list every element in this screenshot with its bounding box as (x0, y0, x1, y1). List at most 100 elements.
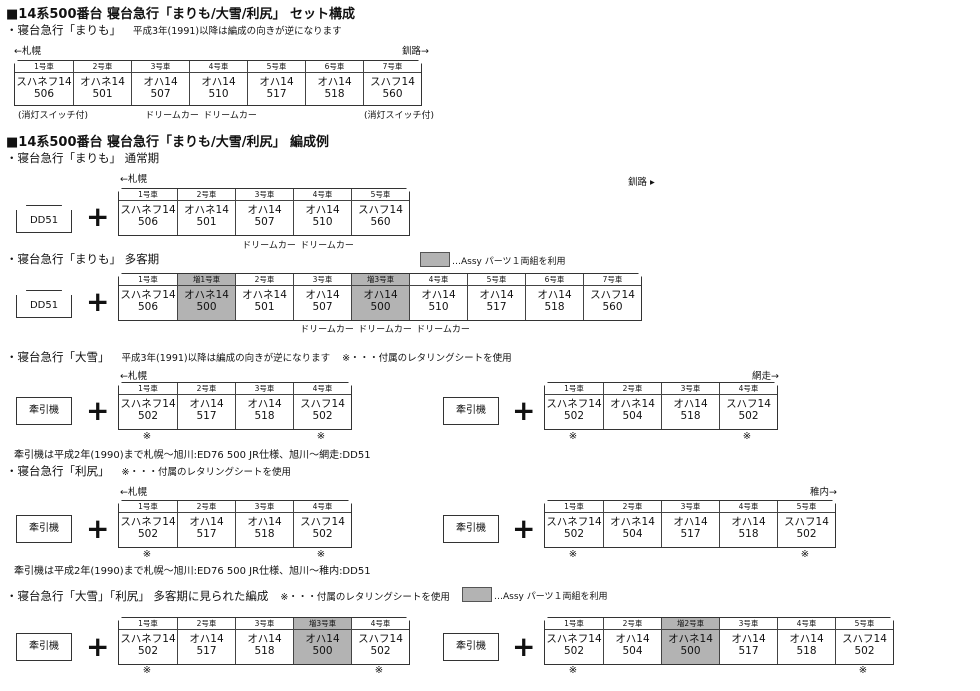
car-number: 5号車 (468, 274, 525, 286)
switch-note-right: (消灯スイッチ付) (364, 111, 435, 121)
lettering-mark: ※ (568, 549, 578, 560)
car-serial: 560 (602, 301, 623, 313)
car-type: オハネ14 (610, 398, 655, 410)
car-serial: 502 (137, 410, 159, 422)
car-number: 5号車 (778, 501, 835, 513)
car-type: スハフ14 (726, 398, 771, 410)
dream-car-label: ドリームカー (203, 111, 257, 121)
car-number: 2号車 (178, 501, 235, 513)
car-serial: 507 (150, 88, 171, 100)
lettering-mark: ※ (142, 665, 152, 676)
direction-right: 釧路→ (402, 46, 429, 57)
car-number: 2号車 (178, 383, 235, 395)
car-type: オハ14 (731, 633, 766, 645)
car-type: オハ14 (201, 76, 236, 88)
plus-icon: + (86, 200, 110, 233)
dream-car-label: ドリームカー (358, 325, 412, 335)
car-type: オハ14 (305, 289, 340, 301)
car-number: 7号車 (364, 61, 421, 73)
car-type: オハネ14 (80, 76, 125, 88)
car-type: オハ14 (537, 289, 572, 301)
assy-legend-text: …Assy パーツ１両組を利用 (452, 257, 566, 267)
car-number: 1号車 (545, 383, 603, 395)
combo-sub: ・寝台急行「大雪」「利尻」 多客期に見られた編成 (6, 589, 269, 603)
car-type: スハネフ14 (546, 633, 602, 645)
car-type: オハ14 (305, 633, 340, 645)
assy-legend-swatch (420, 252, 450, 267)
car-number: 4号車 (294, 501, 351, 513)
car-number: 6号車 (526, 274, 583, 286)
car-type: スハネフ14 (120, 204, 176, 216)
car-type: オハネ14 (668, 633, 713, 645)
car-type: スハフ14 (300, 398, 345, 410)
lettering-mark: ※ (316, 549, 326, 560)
plus-icon: + (86, 394, 110, 427)
dream-car-label: ドリームカー (300, 241, 354, 251)
lettering-mark: ※ (316, 431, 326, 442)
car-serial: 502 (796, 528, 817, 540)
plus-icon: + (512, 394, 536, 427)
car-serial: 517 (266, 88, 287, 100)
car-serial: 502 (312, 528, 333, 540)
car-serial: 500 (370, 301, 391, 313)
car-serial: 506 (137, 216, 159, 228)
direction-right: 網走→ (752, 371, 779, 382)
car-serial: 502 (370, 645, 391, 657)
car-number: 2号車 (178, 189, 235, 201)
car-type: オハネ14 (242, 289, 287, 301)
car-type: オハネ14 (184, 289, 229, 301)
car-number: 3号車 (236, 501, 293, 513)
car-number: 4号車 (294, 383, 351, 395)
marimo-set-heading: ・寝台急行「まりも」平成3年(1991)以降は編成の向きが逆になります (6, 22, 342, 38)
car-type: スハネフ14 (16, 76, 72, 88)
rishiri-note: ※・・・付属のレタリングシートを使用 (121, 467, 291, 478)
car-serial: 518 (254, 645, 275, 657)
car-type: スハフ14 (358, 633, 403, 645)
car-type: オハ14 (421, 289, 456, 301)
car-type: スハネフ14 (120, 633, 176, 645)
lettering-mark: ※ (374, 665, 384, 676)
loco-dd51: DD51 (16, 205, 72, 233)
car-type: スハフ14 (370, 76, 415, 88)
car-number: 2号車 (74, 61, 131, 73)
car-number: 増2号車 (662, 618, 719, 630)
car-type: スハフ14 (784, 516, 829, 528)
car-type: オハ14 (259, 76, 294, 88)
car-serial: 502 (563, 528, 585, 540)
lettering-mark: ※ (568, 665, 578, 676)
combo-note: ※・・・付属のレタリングシートを使用 (280, 592, 450, 603)
car-type: オハ14 (615, 633, 650, 645)
car-number: 1号車 (119, 189, 177, 201)
car-serial: 502 (137, 645, 159, 657)
car-number: 3号車 (236, 383, 293, 395)
lettering-mark: ※ (142, 549, 152, 560)
car-type: オハ14 (143, 76, 178, 88)
car-number: 5号車 (248, 61, 305, 73)
lettering-mark: ※ (858, 665, 868, 676)
car-number: 増3号車 (352, 274, 409, 286)
